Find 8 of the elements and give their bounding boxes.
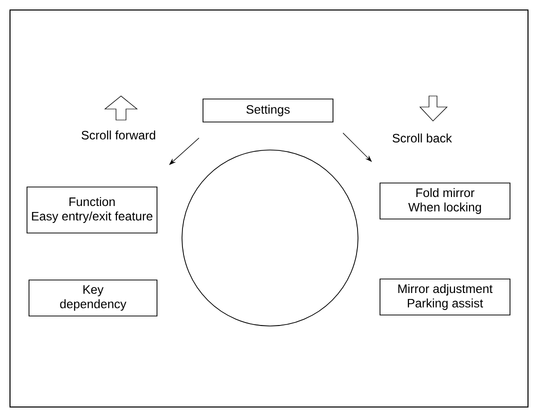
caption-text: Scroll forward — [82, 130, 156, 140]
dial-circle — [182, 150, 358, 326]
option-box: Fold mirror When locking — [380, 182, 510, 220]
option-box: Key dependency — [28, 280, 158, 316]
option-box: Settings — [202, 98, 334, 122]
caption-text: Scroll back — [392, 134, 452, 142]
option-box: Function Easy entry/exit feature — [26, 186, 158, 234]
option-box: Mirror adjustment Parking assist — [380, 278, 510, 316]
